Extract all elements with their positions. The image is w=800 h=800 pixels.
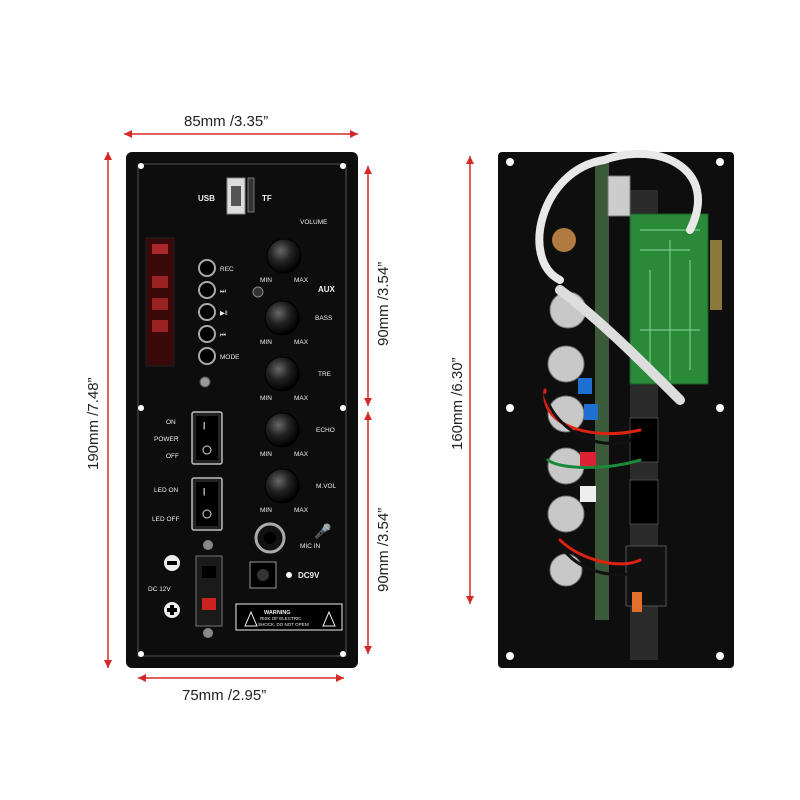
play-pause-button[interactable] [198,303,216,321]
back-height-label: 160mm /6.30” [449,357,466,450]
playback-buttons [198,259,216,365]
treble-knob[interactable] [264,356,300,392]
volume-max-label: MAX [294,277,309,284]
led-on-label: LED ON [154,487,179,494]
right-lower-height-label: 90mm /3.54” [375,508,392,592]
power-on-label: ON [166,419,176,426]
led-off-label: LED OFF [152,516,179,523]
treble-max-label: MAX [294,395,309,402]
volume-label: VOLUME [300,219,328,226]
next-icon: ⏭ [220,288,226,295]
prev-icon: ⏮ [220,332,226,339]
aux-jack[interactable] [252,286,264,298]
mode-button[interactable] [198,347,216,365]
power-label: POWER [154,436,179,443]
usb-label: USB [198,194,215,203]
warning-icon [322,610,336,627]
bass-min-label: MIN [260,339,272,346]
main-pcb [595,160,609,620]
right-upper-height-label: 90mm /3.54” [375,262,392,346]
echo-min-label: MIN [260,451,272,458]
mic-in-label: MIC IN [300,543,321,550]
next-button[interactable] [198,281,216,299]
back-panel [498,149,734,668]
warning-line1: RISK OF ELECTRIC [260,616,302,621]
mode-label: MODE [220,354,240,361]
power-off-label: OFF [166,453,179,460]
volume-min-label: MIN [260,277,272,284]
master-volume-knob[interactable] [264,468,300,504]
play-pause-icon: ▶‖ [220,310,228,317]
tf-label: TF [262,194,272,203]
tf-slot[interactable] [247,177,255,213]
prev-button[interactable] [198,325,216,343]
dc9v-label: DC9V [298,571,320,580]
warning-title: WARNING [264,610,291,616]
led-display [145,237,175,367]
screw-icon [203,540,213,550]
dimension-lines [104,130,474,682]
rec-label: REC [220,266,234,273]
top-width-label: 85mm /3.35” [184,113,268,130]
svg-text:|: | [203,421,205,430]
volume-knob[interactable] [266,238,302,274]
dc12v-label: DC 12V [148,586,171,593]
bass-label: BASS [315,315,333,322]
treble-min-label: MIN [260,395,272,402]
treble-label: TRE [318,371,332,378]
mic-icon: 🎤 [314,522,332,540]
screw-icon [203,628,213,638]
left-height-label: 190mm /7.48” [85,377,102,470]
mvol-min-label: MIN [260,507,272,514]
echo-max-label: MAX [294,451,309,458]
warning-line2: SHOCK, DO NOT OPEN! [258,622,309,627]
bass-knob[interactable] [264,300,300,336]
bass-max-label: MAX [294,339,309,346]
dc9v-jack[interactable] [249,561,277,589]
svg-text:|: | [203,487,205,496]
master-volume-label: M.VOL [316,483,337,490]
screw-icon [199,376,211,388]
rec-button[interactable] [198,259,216,277]
front-panel: USB TF REC ⏭ ▶‖ ⏮ MODE VOLUME MIN [126,152,358,668]
bottom-width-label: 75mm /2.95” [182,687,266,704]
display-pcb [629,213,709,385]
mvol-max-label: MAX [294,507,309,514]
echo-knob[interactable] [264,412,300,448]
aux-label: AUX [318,285,336,294]
warning-icon [244,610,258,627]
echo-label: ECHO [316,427,335,434]
